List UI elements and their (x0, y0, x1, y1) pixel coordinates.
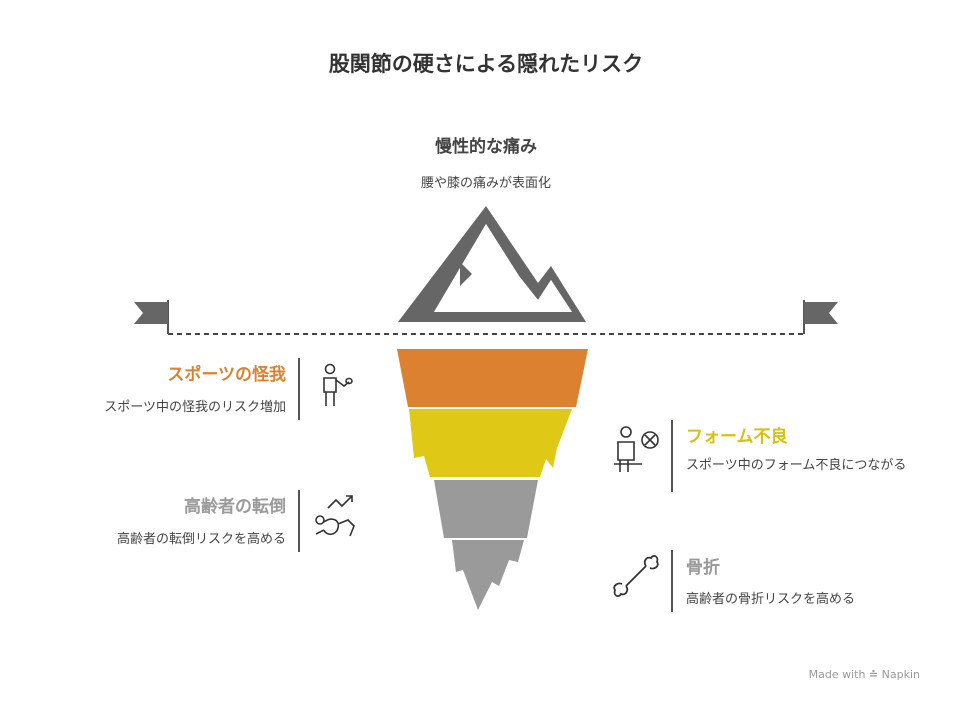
right-flag-icon (803, 300, 838, 334)
left-flag-icon (134, 300, 169, 334)
segment-sports (397, 349, 588, 407)
fracture-description: 高齢者の骨折リスクを高める (686, 592, 856, 607)
form-divider (671, 420, 673, 492)
fracture-title: 骨折 (686, 558, 720, 578)
falls-description: 高齢者の転倒リスクを高める (116, 532, 286, 547)
falling-person-icon (310, 490, 362, 546)
segment-form (409, 409, 572, 477)
sports-description: スポーツ中の怪我のリスク増加 (104, 400, 286, 415)
bone-icon (612, 552, 660, 604)
page-title: 股関節の硬さによる隠れたリスク (328, 52, 644, 76)
fracture-divider (671, 550, 673, 612)
sports-divider (298, 358, 300, 420)
form-title: フォーム不良 (686, 427, 788, 447)
bad-form-icon (612, 424, 660, 480)
top-description: 腰や膝の痛みが表面化 (420, 176, 551, 191)
falls-title: 高齢者の転倒 (184, 497, 286, 517)
napkin-logo-icon: ≐ (868, 668, 879, 681)
segment-fracture (452, 540, 524, 610)
top-title: 慢性的な痛み (435, 137, 537, 157)
footer-made-with: Made with (808, 668, 866, 681)
falls-divider (298, 490, 300, 552)
sports-title: スポーツの怪我 (167, 365, 286, 385)
footer: Made with ≐ Napkin (809, 668, 920, 681)
footer-brand: Napkin (881, 668, 920, 681)
mountain-tip-icon (398, 206, 586, 322)
person-injury-icon (316, 362, 356, 412)
segment-falls (434, 480, 538, 538)
form-description: スポーツ中のフォーム不良につながる (686, 458, 907, 473)
